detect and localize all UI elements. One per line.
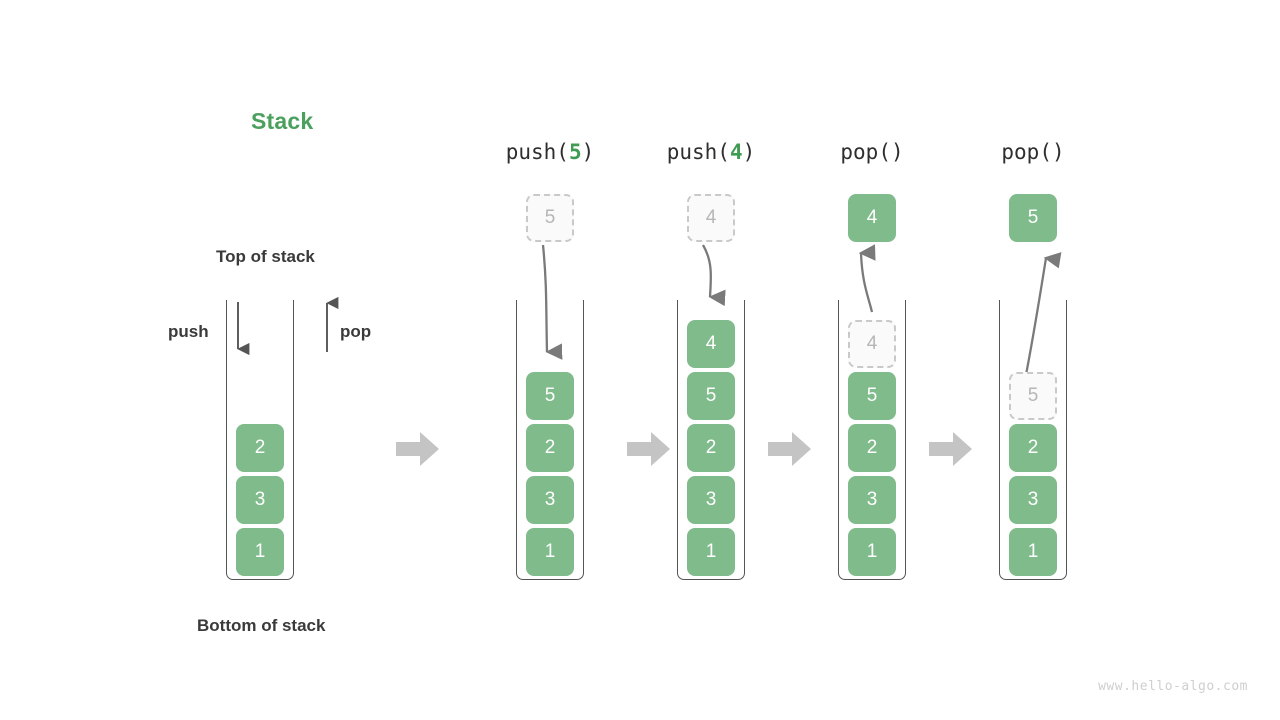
label-bottom-of-stack: Bottom of stack — [197, 616, 326, 635]
label-top-of-stack: Top of stack — [216, 247, 315, 266]
transition-arrow-icon — [627, 432, 670, 466]
stack-container — [677, 300, 745, 580]
stack-cell: 3 — [848, 476, 896, 524]
header-argument: 4 — [729, 140, 743, 164]
stack-cell: 5 — [848, 372, 896, 420]
stack-container — [838, 300, 906, 580]
header-suffix: ) — [742, 140, 756, 164]
stack-container — [516, 300, 584, 580]
stack-slots: 1 3 2 5 4 — [848, 300, 896, 576]
stack-column-push-5: push(5) 5 1 3 2 5 — [490, 0, 610, 720]
stack-cell: 1 — [1009, 528, 1057, 576]
stack-slots: 1 3 2 5 — [526, 300, 574, 576]
header-argument: 5 — [568, 140, 582, 164]
stack-column-pop-4: pop() 4 1 3 2 5 4 — [812, 0, 932, 720]
stack-column-push-4: push(4) 4 1 3 2 5 4 — [651, 0, 771, 720]
stack-slots: 1 3 2 5 4 — [687, 300, 735, 576]
stack-cell: 2 — [687, 424, 735, 472]
header-prefix: push( — [505, 140, 569, 164]
stack-cell: 3 — [687, 476, 735, 524]
stack-cell: 2 — [236, 424, 284, 472]
column-header: push(4) — [651, 140, 771, 164]
page-title: Stack — [251, 108, 314, 134]
popped-value-box: 4 — [848, 194, 896, 242]
stack-column-pop-5: pop() 5 1 3 2 5 — [973, 0, 1093, 720]
stack-cell: 5 — [687, 372, 735, 420]
stack-cell: 3 — [236, 476, 284, 524]
stack-cell: 5 — [526, 372, 574, 420]
transition-arrow-icon — [768, 432, 811, 466]
stack-container — [226, 300, 294, 580]
column-header: push(5) — [490, 140, 610, 164]
label-push: push — [168, 322, 209, 341]
header-suffix: ) — [581, 140, 595, 164]
stack-slots: 1 3 2 — [236, 300, 284, 576]
stack-cell: 1 — [526, 528, 574, 576]
stack-container — [999, 300, 1067, 580]
stack-cell: 3 — [1009, 476, 1057, 524]
stack-column-initial: 1 3 2 — [200, 0, 339, 720]
stack-cell: 1 — [236, 528, 284, 576]
stack-cell: 4 — [687, 320, 735, 368]
column-header: pop() — [812, 140, 932, 164]
transition-arrow-icon — [929, 432, 972, 466]
label-pop: pop — [340, 322, 372, 341]
pending-push-box: 4 — [687, 194, 735, 242]
stack-cell: 1 — [687, 528, 735, 576]
stack-cell: 3 — [526, 476, 574, 524]
column-header: pop() — [973, 140, 1093, 164]
header-text: pop() — [840, 140, 904, 164]
stack-cell: 2 — [1009, 424, 1057, 472]
stack-slots: 1 3 2 5 — [1009, 300, 1057, 576]
stack-cell: 2 — [848, 424, 896, 472]
transition-arrow-icon — [396, 432, 439, 466]
stack-cell: 2 — [526, 424, 574, 472]
stack-cell: 1 — [848, 528, 896, 576]
stack-cell-removed: 5 — [1009, 372, 1057, 420]
pending-push-box: 5 — [526, 194, 574, 242]
watermark: www.hello-algo.com — [1098, 679, 1248, 694]
popped-value-box: 5 — [1009, 194, 1057, 242]
stack-cell-removed: 4 — [848, 320, 896, 368]
header-text: pop() — [1001, 140, 1065, 164]
header-prefix: push( — [666, 140, 730, 164]
